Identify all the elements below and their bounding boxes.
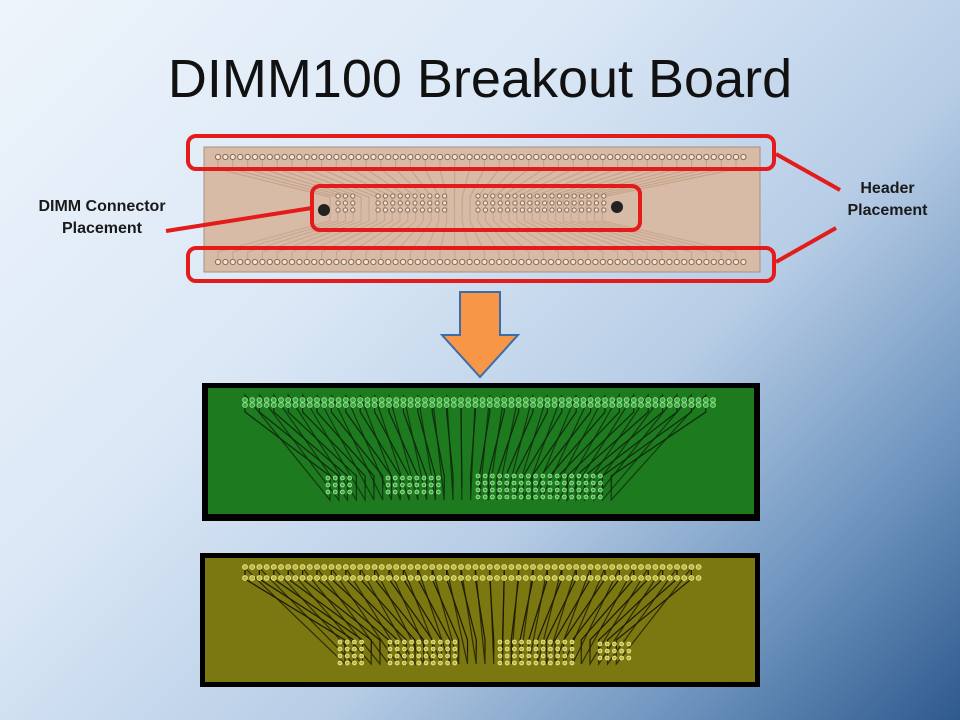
header-label-line-2: Placement [847, 202, 928, 219]
photo-pcb-board [203, 146, 761, 273]
mount-hole-right [611, 201, 623, 213]
highlight-boxes [165, 134, 841, 283]
green-layout-pads [242, 397, 716, 500]
photo-pcb-pads [214, 153, 747, 266]
slide-title: DIMM100 Breakout Board [167, 49, 793, 109]
header-placement-label: Header Placement [825, 178, 950, 222]
header-pointer-line-top [775, 152, 841, 192]
green-pcb-layout [202, 383, 760, 521]
dimm-connector-placement-label: DIMM Connector Placement [18, 196, 186, 240]
header-highlight-bottom [186, 246, 776, 283]
olive-layout-traces [244, 565, 692, 667]
header-highlight-top [186, 134, 776, 171]
dimm-label-line-2: Placement [61, 220, 143, 237]
dimm-pointer-line [165, 206, 313, 233]
header-label-line-1: Header [860, 180, 915, 197]
mount-hole-left [318, 204, 330, 216]
header-pointer-line-bottom [775, 226, 837, 264]
olive-pcb-layout [200, 553, 760, 687]
dimm-label-line-1: DIMM Connector [38, 198, 166, 215]
down-arrow-icon [439, 291, 521, 379]
olive-layout-pads [242, 564, 702, 666]
